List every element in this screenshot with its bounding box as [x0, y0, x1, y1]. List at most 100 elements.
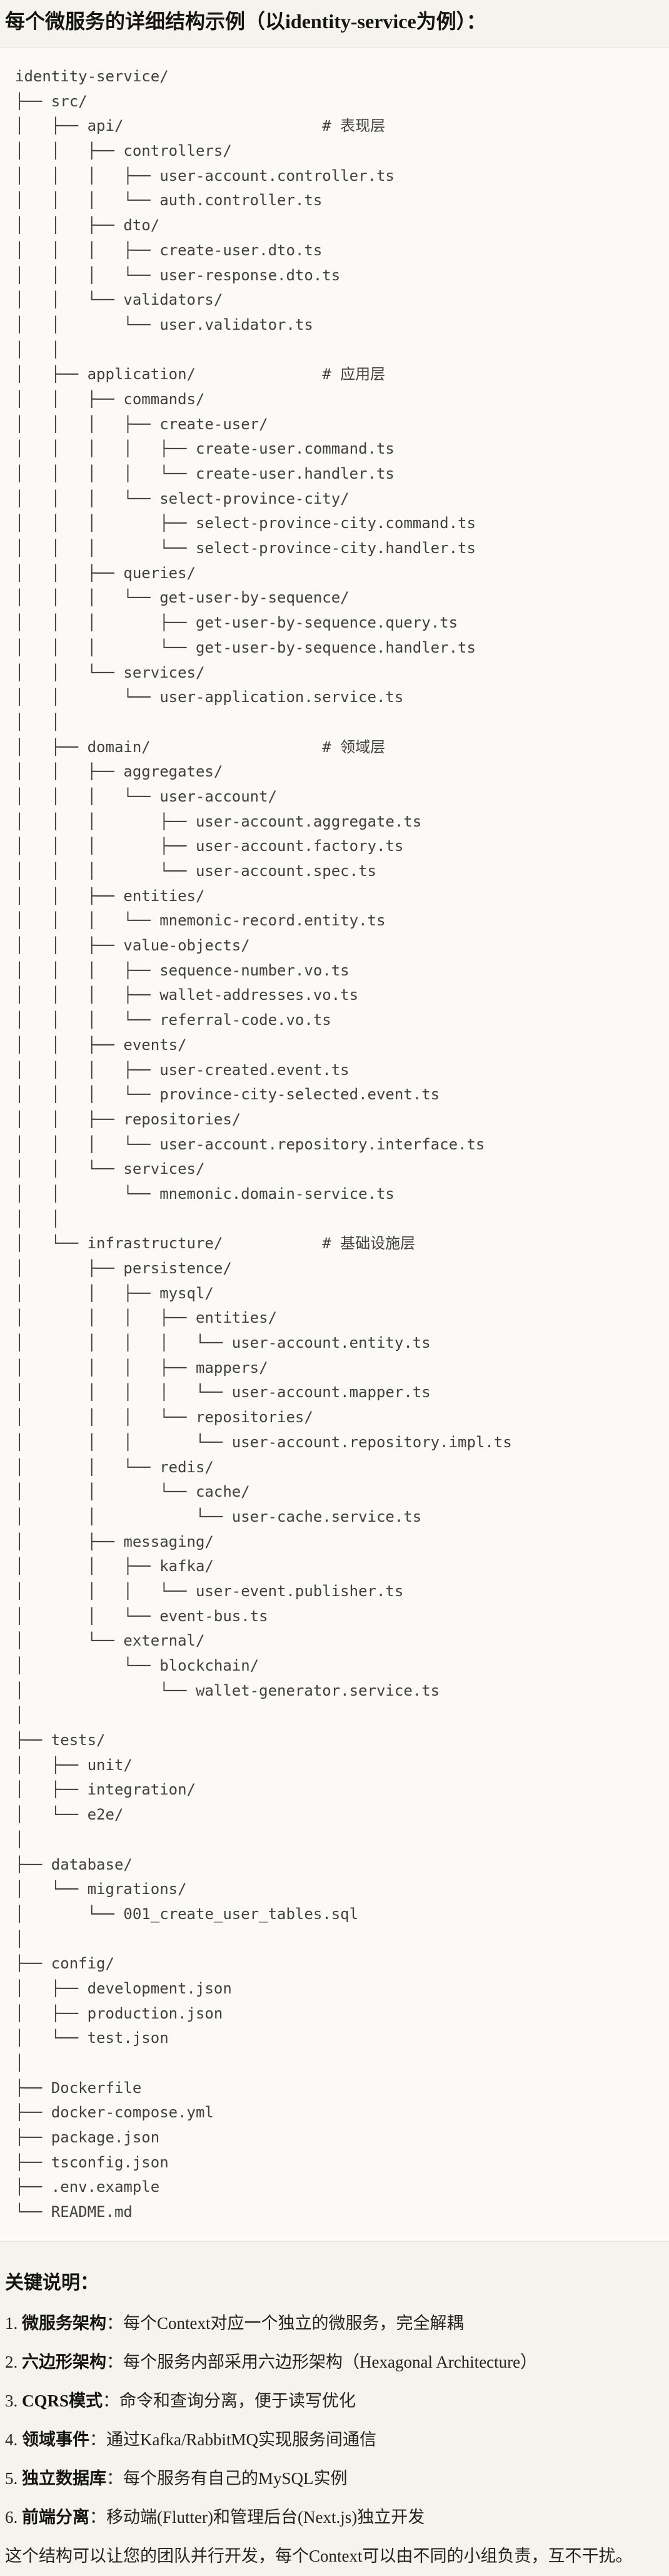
- tree-line: │ │ ├── queries/: [15, 564, 196, 582]
- tree-line: │ ├── development.json: [15, 1979, 232, 1997]
- tree-line: │ └── wallet-generator.service.ts: [15, 1681, 440, 1699]
- note-item: 4. 领域事件：通过Kafka/RabbitMQ实现服务间通信: [5, 2428, 664, 2451]
- note-description: ：命令和查询分离，便于读写优化: [103, 2391, 356, 2410]
- tree-line: │ └── test.json: [15, 2029, 169, 2047]
- tree-line: │ │ │ │ └── user-account.entity.ts: [15, 1334, 431, 1352]
- tree-line: │ │ └── services/: [15, 1160, 205, 1178]
- tree-line: ├── tsconfig.json: [15, 2153, 169, 2171]
- tree-line: │ │ ├── aggregates/: [15, 763, 223, 781]
- tree-line: │ │ │ ├── sequence-number.vo.ts: [15, 961, 350, 979]
- note-number: 5.: [5, 2468, 22, 2488]
- tree-line: │ │ │ └── user-account.spec.ts: [15, 862, 376, 880]
- tree-line: │ │ │ └── user-event.publisher.ts: [15, 1582, 404, 1600]
- note-number: 1.: [5, 2313, 22, 2333]
- tree-line: │ │ │ ├── create-user/: [15, 415, 268, 433]
- note-label: CQRS模式: [22, 2391, 103, 2410]
- note-description: ：通过Kafka/RabbitMQ实现服务间通信: [89, 2430, 376, 2449]
- note-label: 独立数据库: [22, 2468, 106, 2488]
- tree-line: │ │ └── event-bus.ts: [15, 1607, 268, 1625]
- tree-line: ├── tests/: [15, 1731, 106, 1749]
- tree-line: │ │ │ └── auth.controller.ts: [15, 191, 323, 210]
- tree-line: │ │ │ └── mnemonic-record.entity.ts: [15, 912, 386, 930]
- tree-line: │ ├── domain/ # 领域层: [15, 738, 386, 756]
- tree-line: │ │ ├── mysql/: [15, 1284, 214, 1302]
- tree-line: │ │ ├── dto/: [15, 216, 160, 235]
- tree-line: │ │ │ ├── user-account.controller.ts: [15, 166, 395, 185]
- code-block: identity-service/ ├── src/ │ ├── api/ # 表现…: [0, 48, 669, 2242]
- notes-list: 1. 微服务架构：每个Context对应一个独立的微服务，完全解耦 2. 六边形架…: [5, 2312, 664, 2528]
- note-number: 3.: [5, 2391, 22, 2410]
- tree-line: │ └── migrations/: [15, 1880, 187, 1898]
- note-label: 领域事件: [22, 2430, 89, 2449]
- tree-line: ├── src/: [15, 92, 88, 110]
- tree-line: │ │ │ └── get-user-by-sequence.handler.t…: [15, 638, 476, 656]
- tree-line: │ ├── production.json: [15, 2004, 223, 2022]
- tree-line: │ ├── api/ # 表现层: [15, 117, 386, 135]
- tree-line: │ │ ├── entities/: [15, 887, 205, 905]
- tree-line: │ ├── persistence/: [15, 1260, 232, 1277]
- note-item: 1. 微服务架构：每个Context对应一个独立的微服务，完全解耦: [5, 2312, 664, 2334]
- tree-line: │ │ │ └── select-province-city.handler.t…: [15, 539, 476, 557]
- closing-paragraph: 这个结构可以让您的团队并行开发，每个Context可以由不同的小组负责，互不干扰…: [5, 2546, 633, 2565]
- tree-line: │ │ │ └── repositories/: [15, 1408, 313, 1427]
- note-description: ：每个服务有自己的MySQL实例: [106, 2468, 348, 2488]
- tree-line: │ │ │ ├── select-province-city.command.t…: [15, 514, 476, 532]
- tree-line: │ │ ├── kafka/: [15, 1557, 214, 1576]
- tree-line: │ └── e2e/: [15, 1806, 124, 1824]
- tree-line: ├── config/: [15, 1955, 114, 1973]
- tree-line: │ │ │ └── referral-code.vo.ts: [15, 1011, 331, 1029]
- tree-line: │ │ │ ├── user-account.aggregate.ts: [15, 812, 422, 830]
- tree-line: │ │ │ ├── user-created.event.ts: [15, 1061, 350, 1079]
- tree-line: │ │ ├── controllers/: [15, 142, 232, 160]
- tree-line: │ │ │ └── user-response.dto.ts: [15, 266, 341, 284]
- tree-line: │ │ └── user-application.service.ts: [15, 688, 404, 706]
- tree-line: │ └── blockchain/: [15, 1657, 259, 1674]
- page-title: 每个微服务的详细结构示例（以identity-service为例）：: [5, 10, 486, 33]
- tree-line: │ │ └── validators/: [15, 291, 223, 309]
- tree-line: │ └── infrastructure/ # 基础设施层: [15, 1235, 416, 1253]
- tree-line: │ │ ├── repositories/: [15, 1110, 241, 1128]
- tree-line: │ │: [15, 713, 61, 731]
- tree-line: │: [15, 1706, 24, 1724]
- tree-line: │ ├── messaging/: [15, 1532, 214, 1550]
- tree-line: │ │ │ │ └── create-user.handler.ts: [15, 465, 395, 482]
- note-number: 4.: [5, 2430, 22, 2449]
- tree-line: │ │ └── user-cache.service.ts: [15, 1507, 422, 1525]
- tree-line: │ │ └── mnemonic.domain-service.ts: [15, 1184, 395, 1203]
- tree-line: │ │ │ ├── wallet-addresses.vo.ts: [15, 986, 359, 1004]
- tree-line: identity-service/: [15, 68, 169, 85]
- tree-line: │ ├── integration/: [15, 1781, 196, 1799]
- note-label: 前端分离: [22, 2507, 89, 2527]
- tree-line: │ │ │ └── user-account.repository.impl.t…: [15, 1433, 512, 1451]
- tree-line: ├── docker-compose.yml: [15, 2104, 214, 2122]
- note-description: ：每个Context对应一个独立的微服务，完全解耦: [106, 2313, 464, 2333]
- note-number: 6.: [5, 2507, 22, 2527]
- tree-line: │ └── external/: [15, 1632, 205, 1650]
- note-item: 5. 独立数据库：每个服务有自己的MySQL实例: [5, 2467, 664, 2490]
- tree-line: │ │ │ ├── user-account.factory.ts: [15, 837, 404, 855]
- tree-line: │: [15, 2054, 24, 2072]
- tree-line: └── README.md: [15, 2203, 133, 2221]
- tree-line: │ │ │ └── province-city-selected.event.t…: [15, 1086, 440, 1104]
- tree-line: │: [15, 1830, 24, 1848]
- note-item: 2. 六边形架构：每个服务内部采用六边形架构（Hexagonal Archite…: [5, 2351, 664, 2373]
- tree-line: ├── Dockerfile: [15, 2079, 142, 2097]
- tree-line: │ │ │ └── get-user-by-sequence/: [15, 589, 350, 607]
- tree-line: │ │ ├── value-objects/: [15, 937, 250, 955]
- note-item: 3. CQRS模式：命令和查询分离，便于读写优化: [5, 2390, 664, 2412]
- tree-line: │ │ └── user.validator.ts: [15, 315, 313, 333]
- tree-line: │ │: [15, 1209, 61, 1228]
- note-description: ：移动端(Flutter)和管理后台(Next.js)独立开发: [89, 2507, 425, 2527]
- tree-line: │ │ │ └── user-account.repository.interf…: [15, 1135, 485, 1153]
- tree-line: │ │ │ └── user-account/: [15, 787, 278, 805]
- tree-line: │ └── 001_create_user_tables.sql: [15, 1905, 359, 1923]
- tree-line: ├── database/: [15, 1855, 133, 1873]
- tree-line: │ │ │ ├── mappers/: [15, 1358, 268, 1377]
- file-tree: identity-service/ ├── src/ │ ├── api/ # 表现…: [15, 64, 654, 2225]
- tree-line: │ │: [15, 340, 61, 359]
- tree-line: │ │ │ │ └── user-account.mapper.ts: [15, 1383, 431, 1402]
- tree-line: │ │ │ │ ├── create-user.command.ts: [15, 440, 395, 458]
- tree-line: │: [15, 1930, 24, 1948]
- tree-line: │ │ │ ├── get-user-by-sequence.query.ts: [15, 614, 458, 632]
